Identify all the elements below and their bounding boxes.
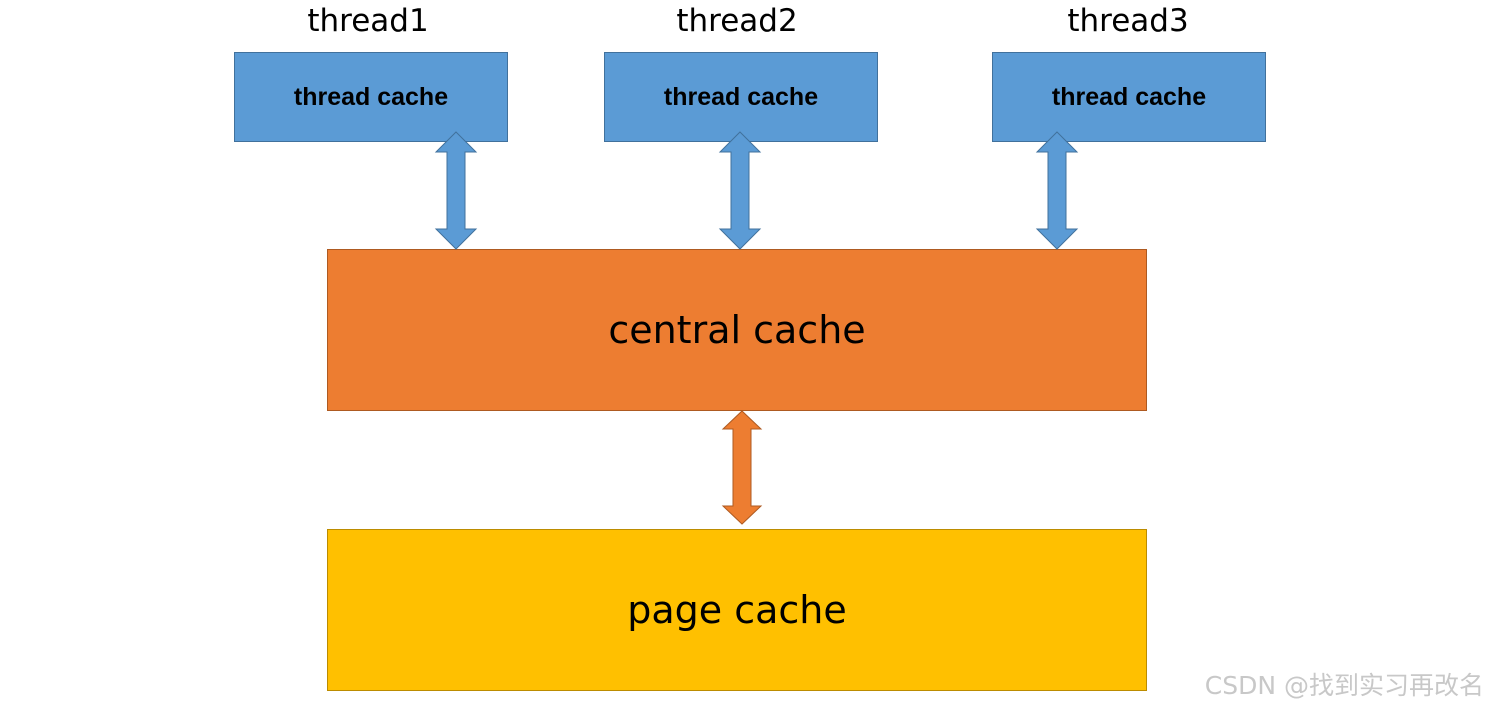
- thread2-cache-label: thread cache: [663, 82, 819, 111]
- thread2-label: thread2: [676, 3, 798, 39]
- thread2-cache-box: thread cache: [604, 52, 878, 142]
- thread1-cache-label: thread cache: [293, 82, 449, 111]
- thread2-central-arrow: [718, 131, 762, 250]
- central-cache-box: central cache: [327, 249, 1147, 411]
- thread3-cache-box: thread cache: [992, 52, 1266, 142]
- thread1-label: thread1: [307, 3, 429, 39]
- page-cache-box: page cache: [327, 529, 1147, 691]
- thread1-cache-box: thread cache: [234, 52, 508, 142]
- central-page-arrow: [721, 410, 763, 525]
- central-cache-label: central cache: [608, 308, 866, 352]
- watermark: CSDN @找到实习再改名: [1204, 671, 1484, 700]
- thread1-central-arrow: [434, 131, 478, 250]
- page-cache-label: page cache: [627, 588, 847, 632]
- thread3-label: thread3: [1067, 3, 1189, 39]
- thread3-cache-label: thread cache: [1051, 82, 1207, 111]
- thread3-central-arrow: [1035, 131, 1079, 250]
